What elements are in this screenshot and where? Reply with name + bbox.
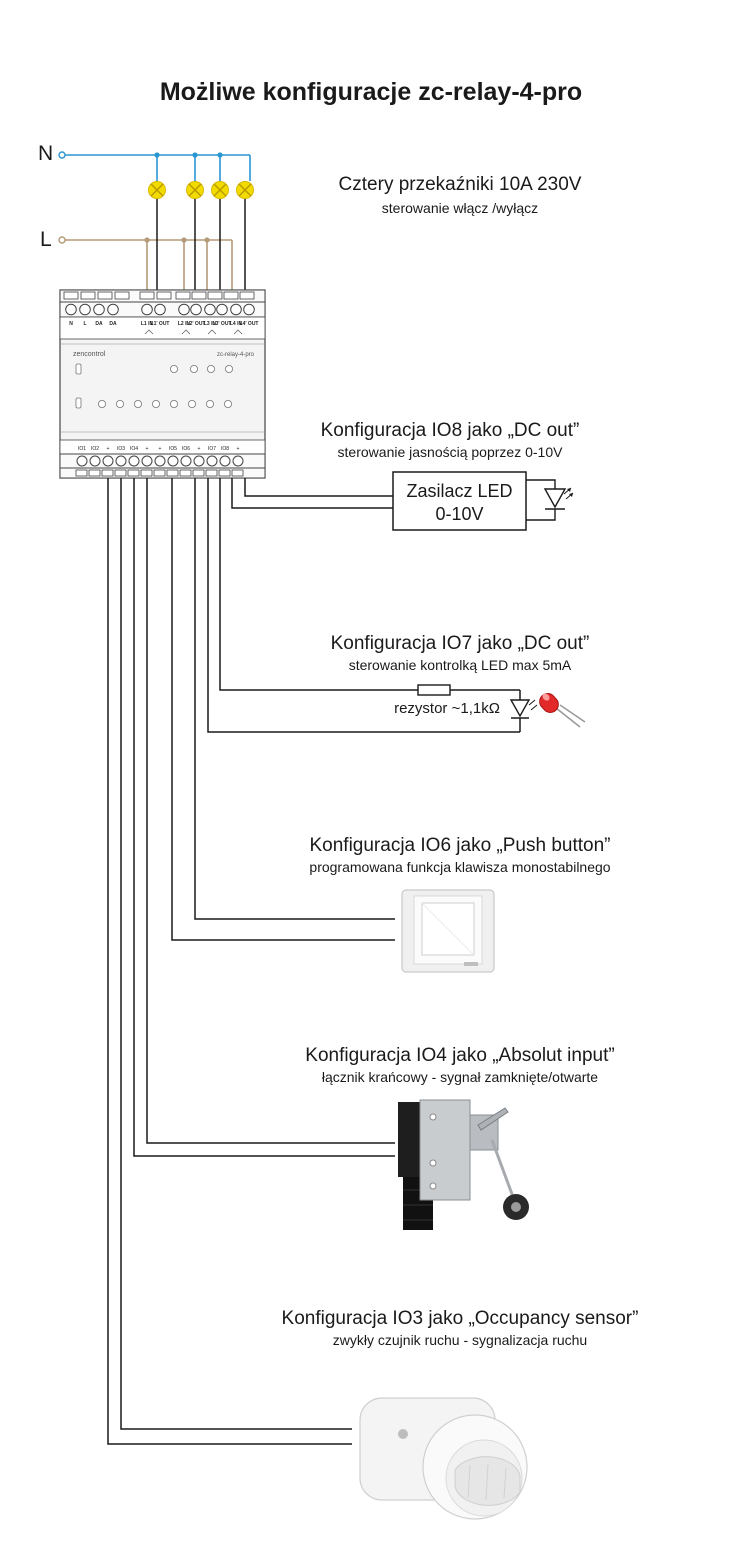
- resistor-icon: [417, 684, 451, 696]
- relay-module: N L DA DA L1 IN L1' OUT L2 IN L2' OUT L3…: [59, 289, 266, 479]
- terminal-label: IO4: [130, 446, 138, 452]
- device-model: zc-relay-4-pro: [217, 352, 255, 358]
- io8-subtitle: sterowanie jasnością poprzez 0-10V: [337, 444, 563, 460]
- terminal-label: L4 IN: [230, 321, 243, 327]
- led-driver-box: [392, 471, 527, 531]
- terminal-label: IO1: [78, 446, 86, 452]
- terminal-label: N: [69, 321, 73, 327]
- io7-subtitle: sterowanie kontrolką LED max 5mA: [348, 657, 572, 673]
- io3-subtitle: zwykły czujnik ruchu - sygnalizacja ruch…: [332, 1332, 588, 1348]
- terminal-label: L3 IN: [204, 321, 217, 327]
- lamp-icon: [211, 181, 229, 199]
- indicator-diode-icon: [509, 699, 538, 719]
- led-driver-range: 0-10V: [435, 504, 484, 524]
- terminal-label: IO7: [208, 446, 216, 452]
- page-title: Możliwe konfiguracje zc-relay-4-pro: [159, 78, 583, 106]
- terminal-label: L3' OUT: [213, 321, 232, 327]
- io4-title: Konfiguracja IO4 jako „Absolut input”: [305, 1045, 615, 1066]
- relays-subtitle: sterowanie włącz /wyłącz: [381, 200, 539, 216]
- lamp-icon: [236, 181, 254, 199]
- terminal-label: +: [146, 446, 149, 452]
- terminal-label: IO8: [221, 446, 229, 452]
- occupancy-sensor-icon: [359, 1397, 528, 1520]
- io-wiring: [107, 478, 521, 1445]
- terminal-label: L1 IN: [141, 321, 154, 327]
- io6-subtitle: programowana funkcja klawisza monostabil…: [309, 859, 611, 875]
- device-brand: zencontrol: [73, 351, 106, 358]
- top-terminal-labels: N L DA DA L1 IN L1' OUT L2 IN L2' OUT L3…: [69, 321, 258, 327]
- red-led-icon: [539, 693, 586, 728]
- led-diode-icon: [543, 487, 574, 510]
- terminal-label: L2 IN: [178, 321, 191, 327]
- led-driver-label: Zasilacz LED: [406, 481, 513, 501]
- push-button-icon: [401, 889, 495, 973]
- lamp-icon: [148, 181, 166, 199]
- io8-title: Konfiguracja IO8 jako „DC out”: [320, 420, 580, 441]
- lamp-icons: [148, 181, 254, 199]
- io4-subtitle: łącznik krańcowy - sygnał zamknięte/otwa…: [321, 1069, 599, 1085]
- terminal-label: DA: [95, 321, 103, 327]
- neutral-terminal-icon: [58, 151, 66, 159]
- terminal-label: IO5: [169, 446, 177, 452]
- neutral-wiring: [64, 154, 251, 181]
- terminal-label: IO3: [117, 446, 125, 452]
- live-label: L: [40, 228, 52, 251]
- terminal-label: IO2: [91, 446, 99, 452]
- io7-title: Konfiguracja IO7 jako „DC out”: [330, 633, 590, 654]
- terminal-label: L4' OUT: [240, 321, 259, 327]
- terminal-label: +: [237, 446, 240, 452]
- terminal-label: L2' OUT: [187, 321, 206, 327]
- terminal-label: +: [198, 446, 201, 452]
- limit-switch-icon: [398, 1099, 529, 1230]
- terminal-label: +: [159, 446, 162, 452]
- terminal-label: IO6: [182, 446, 190, 452]
- neutral-label: N: [38, 142, 54, 165]
- io6-title: Konfiguracja IO6 jako „Push button”: [309, 835, 611, 856]
- terminal-label: +: [107, 446, 110, 452]
- bottom-terminal-labels: IO1 IO2 + IO3 IO4 + + IO5 IO6 + IO7 IO8 …: [78, 446, 240, 452]
- io3-title: Konfiguracja IO3 jako „Occupancy sensor”: [281, 1308, 639, 1329]
- resistor-label: rezystor ~1,1kΩ: [394, 700, 500, 717]
- live-terminal-icon: [58, 236, 66, 244]
- live-wiring: [64, 239, 233, 293]
- relays-title: Cztery przekaźniki 10A 230V: [338, 174, 582, 195]
- lamp-icon: [186, 181, 204, 199]
- terminal-label: L: [83, 321, 86, 327]
- terminal-label: L1' OUT: [151, 321, 170, 327]
- terminal-label: DA: [109, 321, 117, 327]
